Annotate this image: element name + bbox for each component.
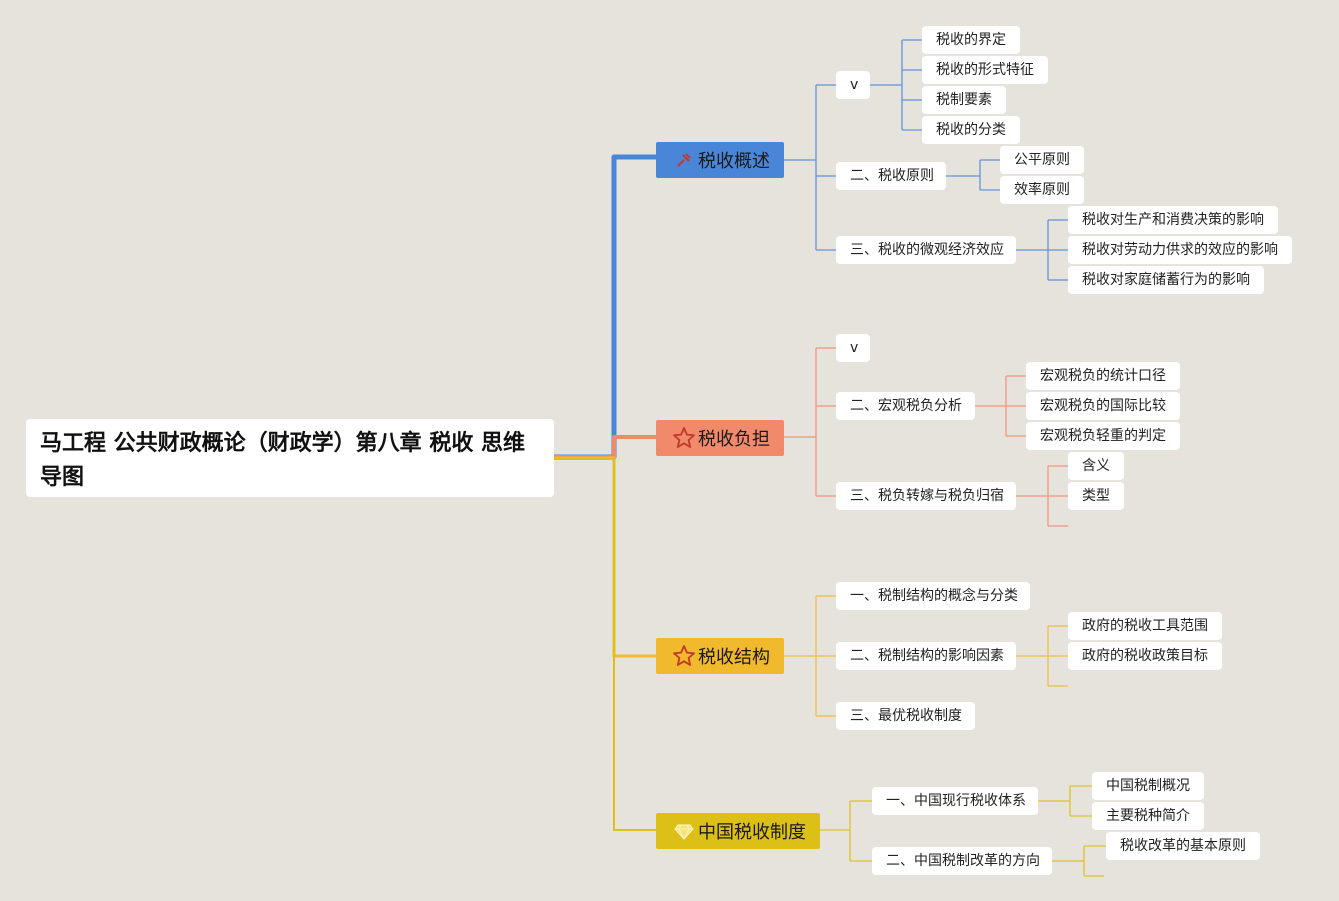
star-icon [670, 642, 698, 670]
star-icon [670, 424, 698, 452]
leaf-node[interactable]: 税收对劳动力供求的效应的影响 [1068, 236, 1292, 264]
leaf-node[interactable]: 政府的税收政策目标 [1068, 642, 1222, 670]
branch-tax-structure[interactable]: 税收结构 [656, 638, 784, 674]
pin-icon [670, 146, 698, 174]
trunk-line-amber [554, 456, 656, 658]
subtopic-node[interactable]: 一、中国现行税收体系 [872, 787, 1038, 815]
branch-tax-overview[interactable]: 税收概述 [656, 142, 784, 178]
leaf-node[interactable]: 税收对生产和消费决策的影响 [1068, 206, 1278, 234]
subtopic-node[interactable]: v [836, 334, 870, 362]
trunk-line-blue [554, 154, 656, 460]
leaf-node[interactable]: 公平原则 [1000, 146, 1084, 174]
leaf-node[interactable]: 类型 [1068, 482, 1124, 510]
subtopic-node[interactable]: 三、税负转嫁与税负归宿 [836, 482, 1016, 510]
root-topic[interactable]: 马工程 公共财政概论（财政学）第八章 税收 思维导图 [26, 419, 554, 497]
leaf-node[interactable]: 效率原则 [1000, 176, 1084, 204]
trunk-line-gold [554, 458, 656, 831]
subtopic-node[interactable]: 二、税制结构的影响因素 [836, 642, 1016, 670]
leaf-node[interactable]: 宏观税负的统计口径 [1026, 362, 1180, 390]
branch-label: 税收负担 [698, 429, 770, 450]
branch-label: 税收概述 [698, 151, 770, 172]
leaf-node[interactable]: 税收对家庭储蓄行为的影响 [1068, 266, 1264, 294]
subtopic-node[interactable]: 一、税制结构的概念与分类 [836, 582, 1030, 610]
subtopic-node[interactable]: 二、中国税制改革的方向 [872, 847, 1052, 875]
leaf-node[interactable]: 税收的分类 [922, 116, 1020, 144]
subtopic-node[interactable]: v [836, 71, 870, 99]
leaf-node[interactable]: 税制要素 [922, 86, 1006, 114]
leaf-node[interactable]: 税收的形式特征 [922, 56, 1048, 84]
trunk-line-salmon [554, 435, 656, 459]
leaf-node[interactable]: 宏观税负轻重的判定 [1026, 422, 1180, 450]
leaf-node[interactable]: 中国税制概况 [1092, 772, 1204, 800]
leaf-node[interactable]: 含义 [1068, 452, 1124, 480]
branch-label: 税收结构 [698, 647, 770, 668]
leaf-node[interactable]: 宏观税负的国际比较 [1026, 392, 1180, 420]
leaf-node[interactable]: 税收的界定 [922, 26, 1020, 54]
branch-label: 中国税收制度 [698, 822, 806, 843]
subtopic-node[interactable]: 二、税收原则 [836, 162, 946, 190]
diamond-icon [670, 817, 698, 845]
branch-china-tax-system[interactable]: 中国税收制度 [656, 813, 820, 849]
subtopic-node[interactable]: 二、宏观税负分析 [836, 392, 975, 420]
leaf-node[interactable]: 政府的税收工具范围 [1068, 612, 1222, 640]
branch-tax-burden[interactable]: 税收负担 [656, 420, 784, 456]
subtopic-node[interactable]: 三、最优税收制度 [836, 702, 975, 730]
subtopic-node[interactable]: 三、税收的微观经济效应 [836, 236, 1016, 264]
leaf-node[interactable]: 税收改革的基本原则 [1106, 832, 1260, 860]
leaf-node[interactable]: 主要税种简介 [1092, 802, 1204, 830]
